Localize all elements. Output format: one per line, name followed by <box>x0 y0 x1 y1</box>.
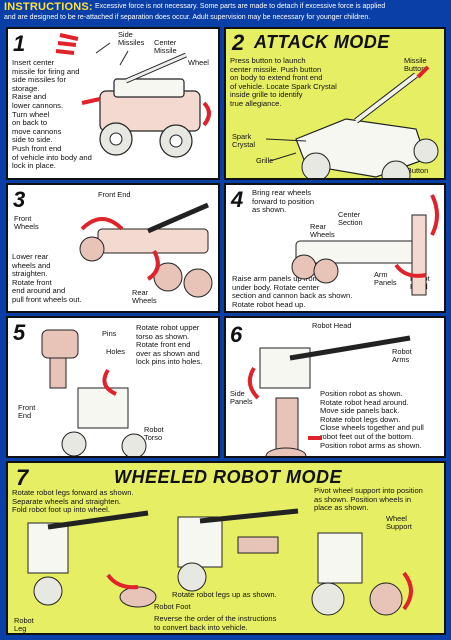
step-1-number: 1 <box>13 31 26 56</box>
step-7-text-mid: Rotate robot legs up as shown. <box>172 590 277 599</box>
step-3-number: 3 <box>13 187 26 212</box>
step-6-number: 6 <box>230 322 243 347</box>
step-5-illustration <box>41 329 147 456</box>
step-2-number: 2 <box>232 30 245 55</box>
step-2-illustration <box>265 65 439 178</box>
arm-panels-label: Arm Panels <box>374 270 397 288</box>
step-3-text: Lower rear wheels and straighten. Rotate… <box>12 252 82 304</box>
wheel-label: Wheel <box>188 58 209 67</box>
step-2-title: ATTACK MODE <box>254 32 390 52</box>
front-end-label-5: Front End <box>18 403 36 421</box>
step-1-text: Insert center missile for firing and sid… <box>12 58 92 171</box>
side-panels-label: Side Panels <box>230 389 253 407</box>
side-missiles-label: Side Missiles <box>118 30 145 48</box>
front-end-label: Front End <box>98 190 131 199</box>
step-1-illustration <box>55 33 211 158</box>
step-7-text-right: Pivot wheel support into position as sho… <box>314 486 423 513</box>
robot-leg-label: Robot Leg <box>14 616 34 634</box>
instructions-header: INSTRUCTIONS: Excessive force is not nec… <box>0 0 451 24</box>
step-4-text-bottom: Raise arm panels up from under body. Rot… <box>232 274 353 309</box>
center-section-label: Center Section <box>338 210 363 228</box>
step-4-number: 4 <box>231 187 244 212</box>
step-5-panel: 5 Pins Holes Rotate robot upper torso as… <box>6 316 220 458</box>
step-7-text-reverse: Reverse the order of the instructions to… <box>154 614 277 632</box>
step-6-illustration <box>247 335 411 456</box>
grille-label: Grille <box>256 156 274 165</box>
front-wheels-label: Front Wheels <box>14 214 39 232</box>
step-7-number: 7 <box>16 465 29 490</box>
holes-label: Holes <box>106 347 125 356</box>
step-4-panel: 4 Bring rear wheels forward to position … <box>224 183 446 313</box>
instructions-label: INSTRUCTIONS: <box>4 1 93 13</box>
step-3-illustration <box>79 202 213 298</box>
center-missile-label: Center Missile <box>154 38 177 56</box>
step-5-text: Rotate robot upper torso as shown. Rotat… <box>136 323 203 367</box>
spark-crystal-label: Spark Crystal <box>232 132 255 150</box>
step-6-panel: 6 Robot Head Robot Arms Side Panels Posi… <box>224 316 446 458</box>
rear-wheels-label: Rear Wheels <box>132 288 157 306</box>
step-7-text-left: Rotate robot legs forward as shown. Sepa… <box>12 488 134 515</box>
step-7-title: WHEELED ROBOT MODE <box>114 467 342 487</box>
robot-foot-label: Robot Foot <box>154 602 191 611</box>
wheel-support-label: Wheel Support <box>386 514 412 532</box>
pins-label: Pins <box>102 329 117 338</box>
step-6-text: Position robot as shown. Rotate robot he… <box>320 389 424 450</box>
step-1-panel: 1 Insert center missile for firing and s… <box>6 27 220 180</box>
step-5-number: 5 <box>13 320 26 345</box>
step-2-panel: 2 ATTACK MODE Press button to launch cen… <box>224 27 446 180</box>
step-4-text-top: Bring rear wheels forward to position as… <box>252 188 315 215</box>
step-3-panel: 3 Front Wheels Front End Lower rear whee… <box>6 183 220 313</box>
robot-head-label-6: Robot Head <box>312 321 352 330</box>
step-7-panel: 7 WHEELED ROBOT MODE Rotate robot legs f… <box>6 461 446 635</box>
instructions-line-2: and are designed to be re-attached if se… <box>4 14 371 21</box>
missile-button-label: Missile Button <box>404 56 427 74</box>
step-2-text: Press button to launch center missile. P… <box>230 56 337 108</box>
step-7-illustration <box>27 508 413 616</box>
robot-torso-label: Robot Torso <box>144 425 164 443</box>
instructions-line-1: Excessive force is not necessary. Some p… <box>95 3 386 10</box>
step-4-illustration <box>291 194 439 296</box>
rear-wheels-label-4: Rear Wheels <box>310 222 335 240</box>
robot-arms-label: Robot Arms <box>392 347 412 365</box>
